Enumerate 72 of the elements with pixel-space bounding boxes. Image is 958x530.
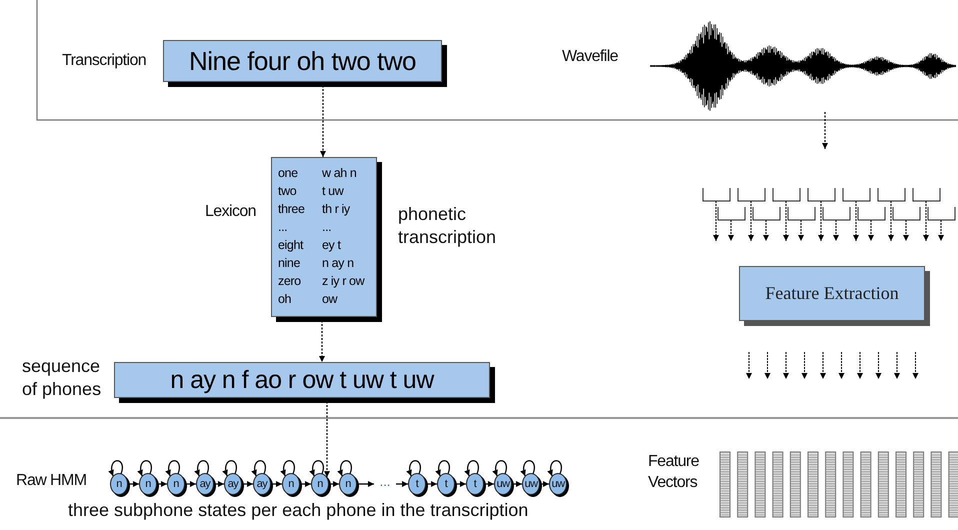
hmm-state: ay	[224, 473, 242, 495]
hmm-state: t	[466, 473, 484, 495]
self-loop-arrow	[436, 460, 450, 476]
lexicon-entry: w ah n	[322, 165, 358, 182]
arrow	[157, 481, 167, 487]
lexicon-entry: t uw	[322, 183, 345, 200]
ellipsis: ...	[374, 476, 396, 492]
text-label: Transcription	[62, 52, 146, 70]
lexicon-entry: oh	[278, 291, 292, 308]
arrow	[484, 481, 494, 487]
arrow	[242, 481, 253, 487]
self-loop-arrow	[492, 460, 507, 476]
arrow	[185, 481, 196, 487]
hmm-state: ay	[253, 473, 271, 495]
hmm-state: uw	[522, 473, 540, 495]
self-loop-arrow	[252, 460, 266, 476]
lexicon-entry: ...	[278, 219, 288, 236]
self-loop-arrow	[464, 460, 479, 476]
lexicon-entry: ...	[322, 219, 332, 236]
hmm-state: uw	[549, 473, 567, 495]
lexicon-entry: three	[278, 201, 306, 218]
arrow	[329, 481, 339, 487]
lexicon-entry: zero	[278, 273, 302, 290]
self-loop-arrow	[280, 460, 295, 476]
hmm-state: n	[139, 473, 157, 495]
self-loop-arrow	[548, 460, 562, 476]
arrow	[271, 481, 282, 487]
hmm-state: n	[311, 473, 329, 495]
lexicon-entry: n ay n	[322, 255, 355, 272]
arrow	[512, 481, 522, 487]
self-loop-arrow	[338, 460, 352, 476]
self-loop-arrow	[138, 460, 152, 476]
arrow	[426, 481, 437, 487]
lexicon-entry: ey t	[322, 237, 342, 254]
text-label: Feature Vectors	[648, 452, 700, 493]
hmm-state: n	[167, 473, 185, 495]
text-label: sequence of phones	[22, 355, 102, 402]
arrow	[822, 112, 828, 149]
arrow	[300, 481, 311, 487]
arrow	[214, 481, 224, 487]
hmm-state: n	[282, 473, 300, 495]
lexicon-entry: eight	[278, 237, 304, 254]
arrow	[128, 481, 139, 487]
lexicon-entry: nine	[278, 255, 302, 272]
arrow	[357, 481, 374, 487]
waveform-drawing	[650, 20, 956, 112]
hmm-state: n	[339, 473, 357, 495]
arrow	[455, 481, 466, 487]
text-label: Wavefile	[562, 48, 618, 66]
arrow	[396, 481, 408, 487]
hmm-state: ay	[196, 473, 214, 495]
lexicon-entry: th r iy	[322, 201, 351, 218]
self-loop-arrow	[108, 460, 123, 476]
text-label: Raw HMM	[16, 472, 86, 490]
self-loop-arrow	[520, 460, 535, 476]
lexicon-entry: one	[278, 165, 299, 182]
hmm-state: t	[408, 473, 426, 495]
hmm-state: t	[437, 473, 455, 495]
self-loop-arrow	[194, 460, 209, 476]
self-loop-arrow	[222, 460, 237, 476]
self-loop-arrow	[310, 460, 324, 476]
text-label: phonetic transcription	[398, 203, 498, 250]
text-label: three subphone states per each phone in the transcription	[68, 500, 528, 521]
hmm-state: n	[110, 473, 128, 495]
arrow	[540, 481, 549, 487]
lexicon-entry: two	[278, 183, 298, 200]
self-loop-arrow	[166, 460, 180, 476]
text-label: Lexicon	[205, 203, 256, 221]
self-loop-arrow	[406, 460, 421, 476]
lexicon-entry: z iy r ow	[322, 273, 366, 290]
hmm-state: uw	[494, 473, 512, 495]
lexicon-entry: ow	[322, 291, 338, 308]
